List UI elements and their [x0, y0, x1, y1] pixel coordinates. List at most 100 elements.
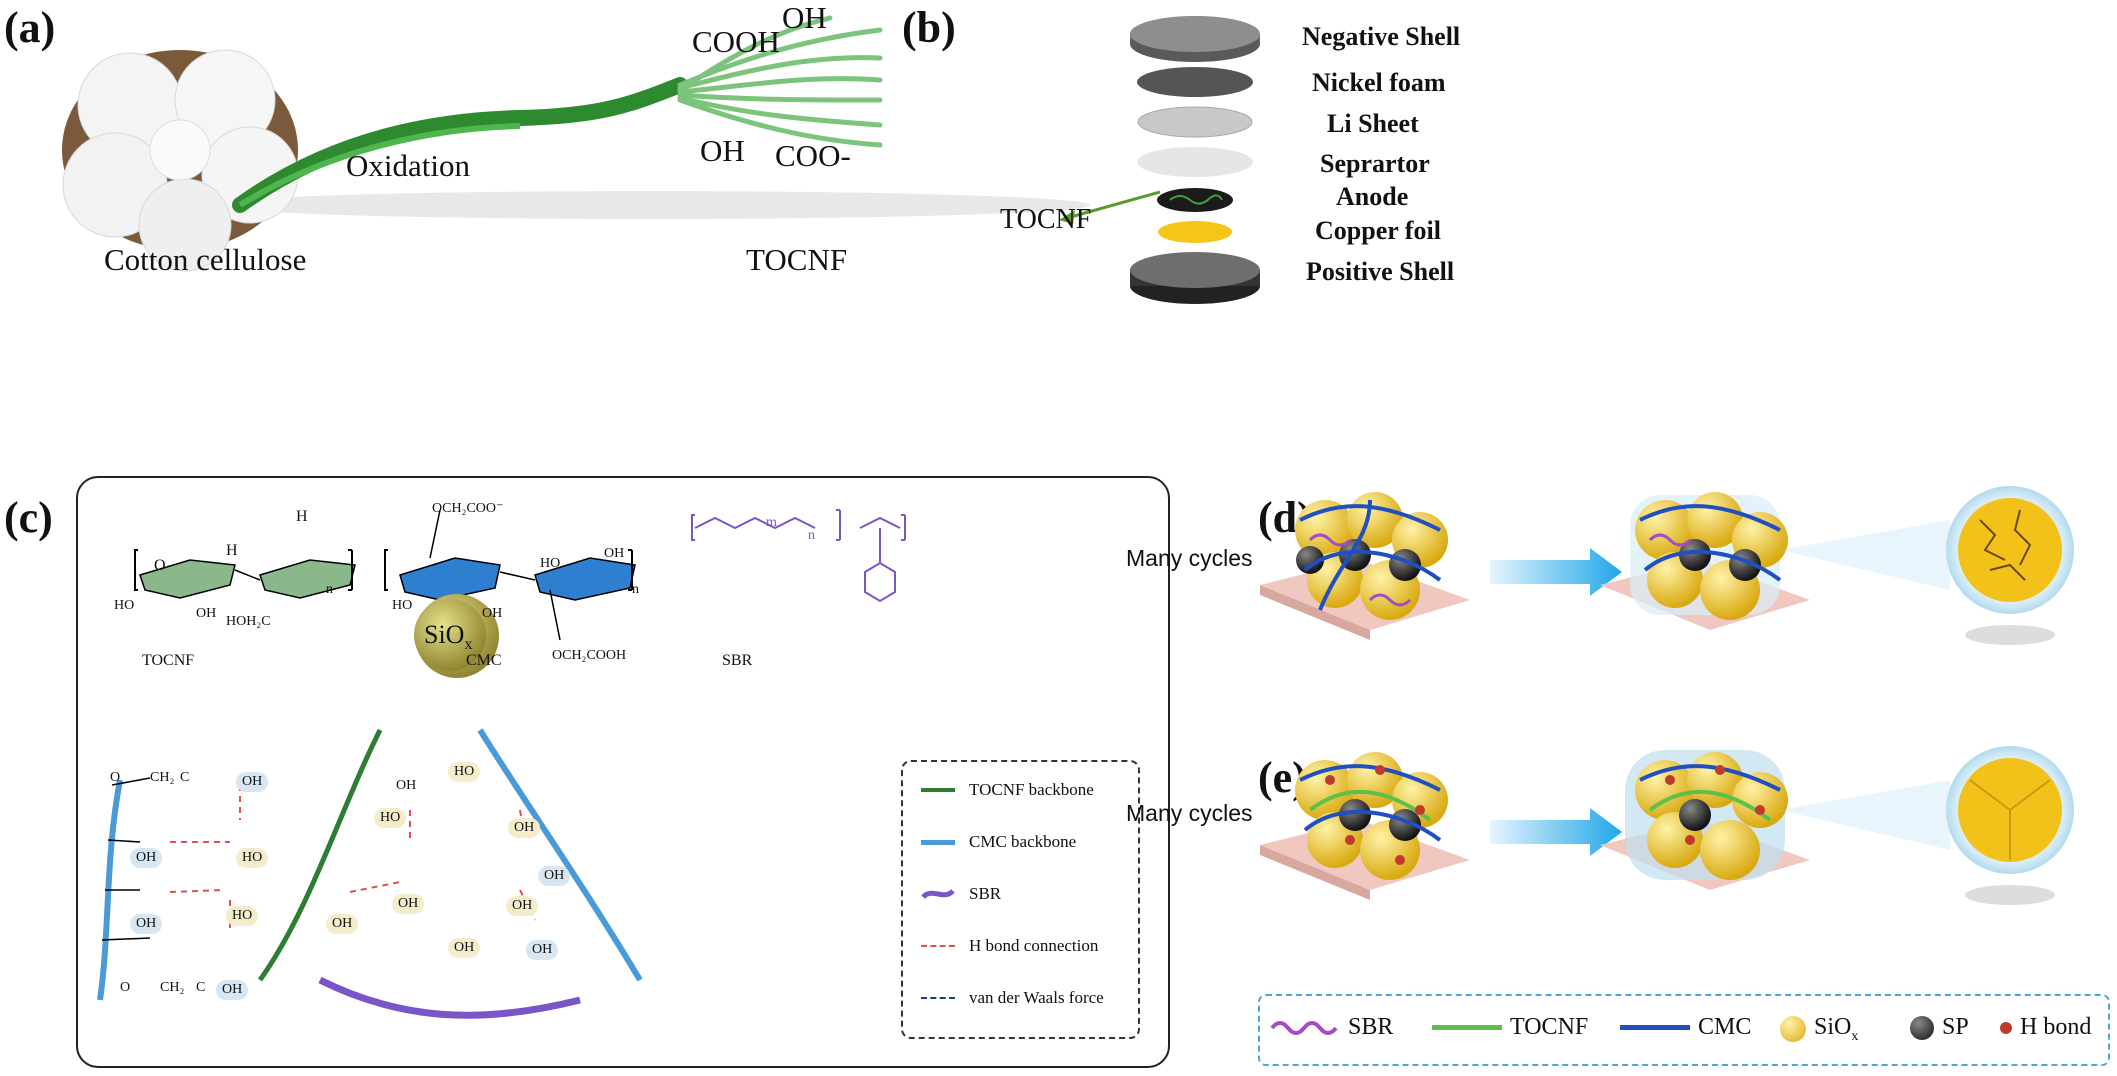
panel-e-legend: SBR TOCNF CMC SiOx SP H bond	[1258, 994, 2110, 1066]
sbr-n: n	[808, 528, 815, 543]
panel-c-label: (c)	[4, 493, 53, 542]
tocnf-n: n	[326, 582, 333, 597]
siox-oh-lower-left: OH	[392, 894, 425, 914]
tocnf-hoh2c: HOH₂C	[226, 614, 271, 629]
chem-o-1: O	[110, 770, 121, 785]
li-sheet-disc	[1137, 106, 1253, 138]
panel-b-label: (b)	[902, 3, 956, 52]
tocnf-pointer-arrow	[1059, 190, 1161, 224]
tocnf-structure-label-h2: H	[296, 508, 308, 525]
d-cluster-cycled	[1600, 492, 1810, 630]
chem-o-2: O	[120, 980, 131, 995]
nickel-foam-disc	[1137, 67, 1253, 97]
chem-ho-2: HO	[226, 906, 259, 926]
cmc-och2cooh: OCH₂COOH	[552, 648, 627, 663]
panel-a-label: (a)	[4, 3, 56, 52]
chem-oh-6: OH	[538, 866, 571, 886]
oxidation-label: Oxidation	[346, 148, 470, 183]
legend-e-sbr: SBR	[1270, 1014, 1393, 1041]
layer-nickel-foam: Nickel foam	[1312, 68, 1446, 97]
e-cluster-cycled	[1600, 750, 1810, 890]
siox-oh-lower-right: OH	[506, 896, 539, 916]
layer-negative-shell: Negative Shell	[1302, 22, 1461, 51]
legend-e-cmc: CMC	[1620, 1014, 1751, 1041]
legend-vdw: van der Waals force	[921, 988, 1104, 1008]
tocnf-structure	[134, 549, 356, 599]
siox-oh-right: OH	[508, 818, 541, 838]
tocnf-ho: HO	[114, 598, 135, 613]
cmc-n: n	[632, 582, 639, 597]
tocnf-structure-label-o: O	[154, 557, 166, 574]
anode-disc	[1157, 188, 1233, 212]
cmc-backbone-left	[97, 779, 123, 1001]
cmc-oh: OH	[482, 606, 503, 621]
chem-oh-5: OH	[216, 980, 249, 1000]
d-arrow	[1490, 548, 1622, 596]
sbr-structure	[691, 509, 906, 603]
tocnf-oh: OH	[196, 606, 217, 621]
panels-de-drawing	[1260, 486, 2074, 905]
chem-oh-4: OH	[326, 914, 359, 934]
legend-e-sp: SP	[1910, 1014, 1969, 1041]
legend-cmc-backbone: CMC backbone	[921, 832, 1076, 852]
tocnf-name: TOCNF	[142, 652, 195, 669]
separator-disc	[1137, 147, 1253, 177]
tocnf-label-a: TOCNF	[746, 242, 848, 277]
cmc-oh2: OH	[604, 546, 625, 561]
e-arrow	[1490, 808, 1622, 856]
chem-ho-1: HO	[236, 848, 269, 868]
panel-c-frame	[76, 476, 1170, 1068]
group-cooh: COOH	[692, 24, 780, 59]
e-arrow-text: Many cycles	[1126, 800, 1253, 826]
legend-sbr: SBR	[921, 884, 1001, 904]
legend-e-hbond: H bond	[2000, 1014, 2091, 1041]
copper-foil-disc	[1158, 221, 1232, 243]
chem-oh-cooh: OH	[396, 778, 417, 793]
panel-c-legend: TOCNF backbone CMC backbone SBR H bond c…	[901, 760, 1140, 1039]
cmc-och2coo: OCH₂COO⁻	[432, 501, 504, 516]
chem-ch2-1: CH₂	[150, 770, 175, 785]
cmc-ho: HO	[392, 598, 413, 613]
layer-positive-shell: Positive Shell	[1306, 257, 1455, 286]
layer-anode: Anode	[1336, 182, 1409, 211]
positive-shell-disc	[1130, 252, 1260, 288]
chem-oh-7: OH	[526, 940, 559, 960]
legend-e-tocnf: TOCNF	[1432, 1014, 1588, 1041]
siox-oh-bottom: OH	[448, 938, 481, 958]
chem-oh-1: OH	[236, 772, 269, 792]
chem-oh-3: OH	[130, 914, 163, 934]
tocnf-pointer-label: TOCNF	[1000, 204, 1092, 235]
d-cracked-particle	[1946, 486, 2074, 645]
tocnf-structure-label-h: H	[226, 542, 238, 559]
e-intact-particle	[1946, 746, 2074, 905]
layer-copper-foil: Copper foil	[1315, 216, 1441, 245]
group-oh-top: OH	[782, 0, 827, 35]
d-cluster-initial	[1260, 492, 1470, 640]
tocnf-backbone	[257, 728, 383, 982]
chem-c-2: C	[196, 980, 206, 995]
cmc-name: CMC	[466, 652, 502, 669]
coin-cell-stack	[1130, 16, 1260, 304]
legend-tocnf-backbone: TOCNF backbone	[921, 780, 1094, 800]
layer-separator: Seprartor	[1320, 149, 1430, 178]
siox-ball	[414, 599, 486, 671]
cotton-boll	[62, 49, 299, 272]
cmc-backbone-right	[477, 728, 643, 982]
sbr-m: m	[766, 515, 777, 530]
legend-h-bond: H bond connection	[921, 936, 1098, 956]
group-coo: COO-	[775, 138, 851, 173]
legend-e-siox: SiOx	[1780, 1014, 1858, 1045]
chem-ch2-2: CH₂	[160, 980, 185, 995]
sbr-name: SBR	[722, 652, 753, 669]
cmc-ho2: HO	[540, 556, 561, 571]
sbr-strand	[318, 976, 581, 1019]
siox-oh-top: HO	[448, 762, 481, 782]
e-cluster-initial	[1260, 752, 1470, 900]
d-arrow-text: Many cycles	[1126, 545, 1253, 571]
chem-c-1: C	[180, 770, 190, 785]
cotton-cellulose-label: Cotton cellulose	[104, 242, 307, 277]
panel-a-illustration	[62, 15, 1090, 272]
chem-oh-2: OH	[130, 848, 163, 868]
group-oh-bottom: OH	[700, 133, 745, 168]
siox-oh-left: HO	[374, 808, 407, 828]
